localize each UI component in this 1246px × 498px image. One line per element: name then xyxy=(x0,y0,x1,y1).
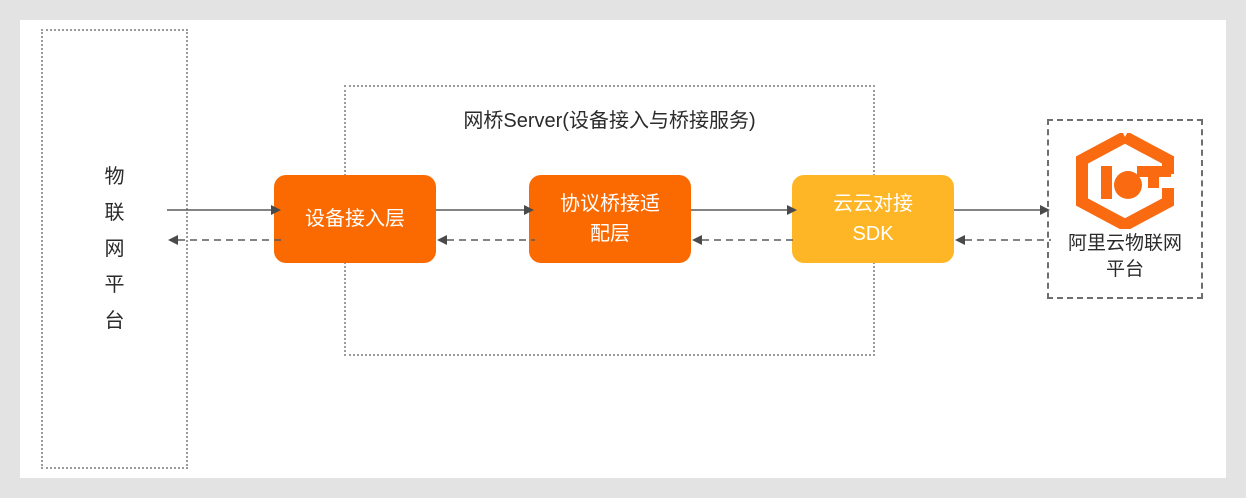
aliyun-iot-platform-label: 阿里云物联网 平台 xyxy=(1067,233,1182,280)
connector-access-to-platform xyxy=(168,235,282,245)
connector-access-to-adapter xyxy=(436,205,534,215)
connector-adapter-to-access xyxy=(437,235,535,245)
left-platform-label: 物 联 网 平 台 xyxy=(104,166,125,332)
connector-sdk-to-adapter xyxy=(692,235,798,245)
bridge-server-title: 网桥Server(设备接入与桥接服务) xyxy=(463,110,756,132)
connector-adapter-to-sdk xyxy=(691,205,797,215)
box-device-access-layer[interactable]: 设备接入层 xyxy=(274,175,436,263)
box-protocol-bridge-adapter-layer[interactable]: 协议桥接适 配层 xyxy=(529,175,691,263)
connector-iot-to-sdk xyxy=(955,235,1051,245)
connector-sdk-to-iot xyxy=(954,205,1050,215)
box-cloud-to-cloud-sdk[interactable]: 云云对接 SDK xyxy=(792,175,954,263)
connector-platform-to-access xyxy=(167,205,281,215)
diagram-canvas: 物 联 网 平 台 网桥Server(设备接入与桥接服务) 设备接入层 协议桥接… xyxy=(20,20,1226,478)
iot-hexagon-logo xyxy=(1076,133,1174,229)
aliyun-iot-platform-group: 阿里云物联网 平台 xyxy=(1047,119,1203,299)
left-platform-group: 物 联 网 平 台 xyxy=(41,29,188,469)
